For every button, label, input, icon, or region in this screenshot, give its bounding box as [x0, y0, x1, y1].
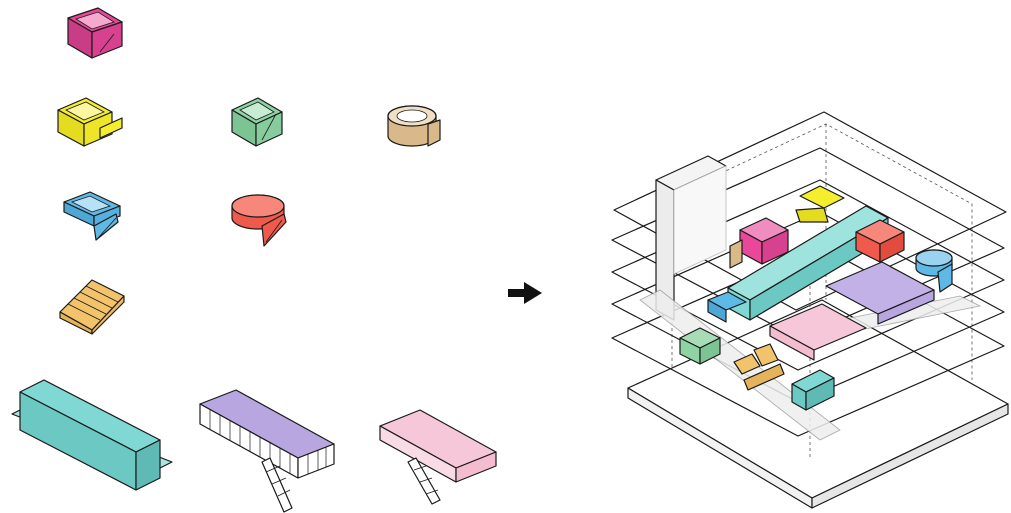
- tan-module: [730, 240, 742, 268]
- assembled-building-stack: [612, 112, 1008, 508]
- blue-box-module: [64, 192, 120, 240]
- yellow-module: [796, 186, 844, 222]
- yellow-box-module: [58, 98, 122, 146]
- red-ring-module: [232, 195, 286, 246]
- magenta-box-module: [68, 8, 122, 58]
- module-catalogue: [12, 8, 496, 512]
- orange-stair-module: [60, 280, 124, 334]
- tan-ring-module: [388, 106, 440, 146]
- green-box-module: [232, 98, 282, 146]
- right-arrow-icon: [508, 282, 542, 304]
- teal-bar-module: [12, 380, 172, 490]
- pink-bar-module: [380, 410, 496, 504]
- purple-bar-module: [200, 390, 334, 512]
